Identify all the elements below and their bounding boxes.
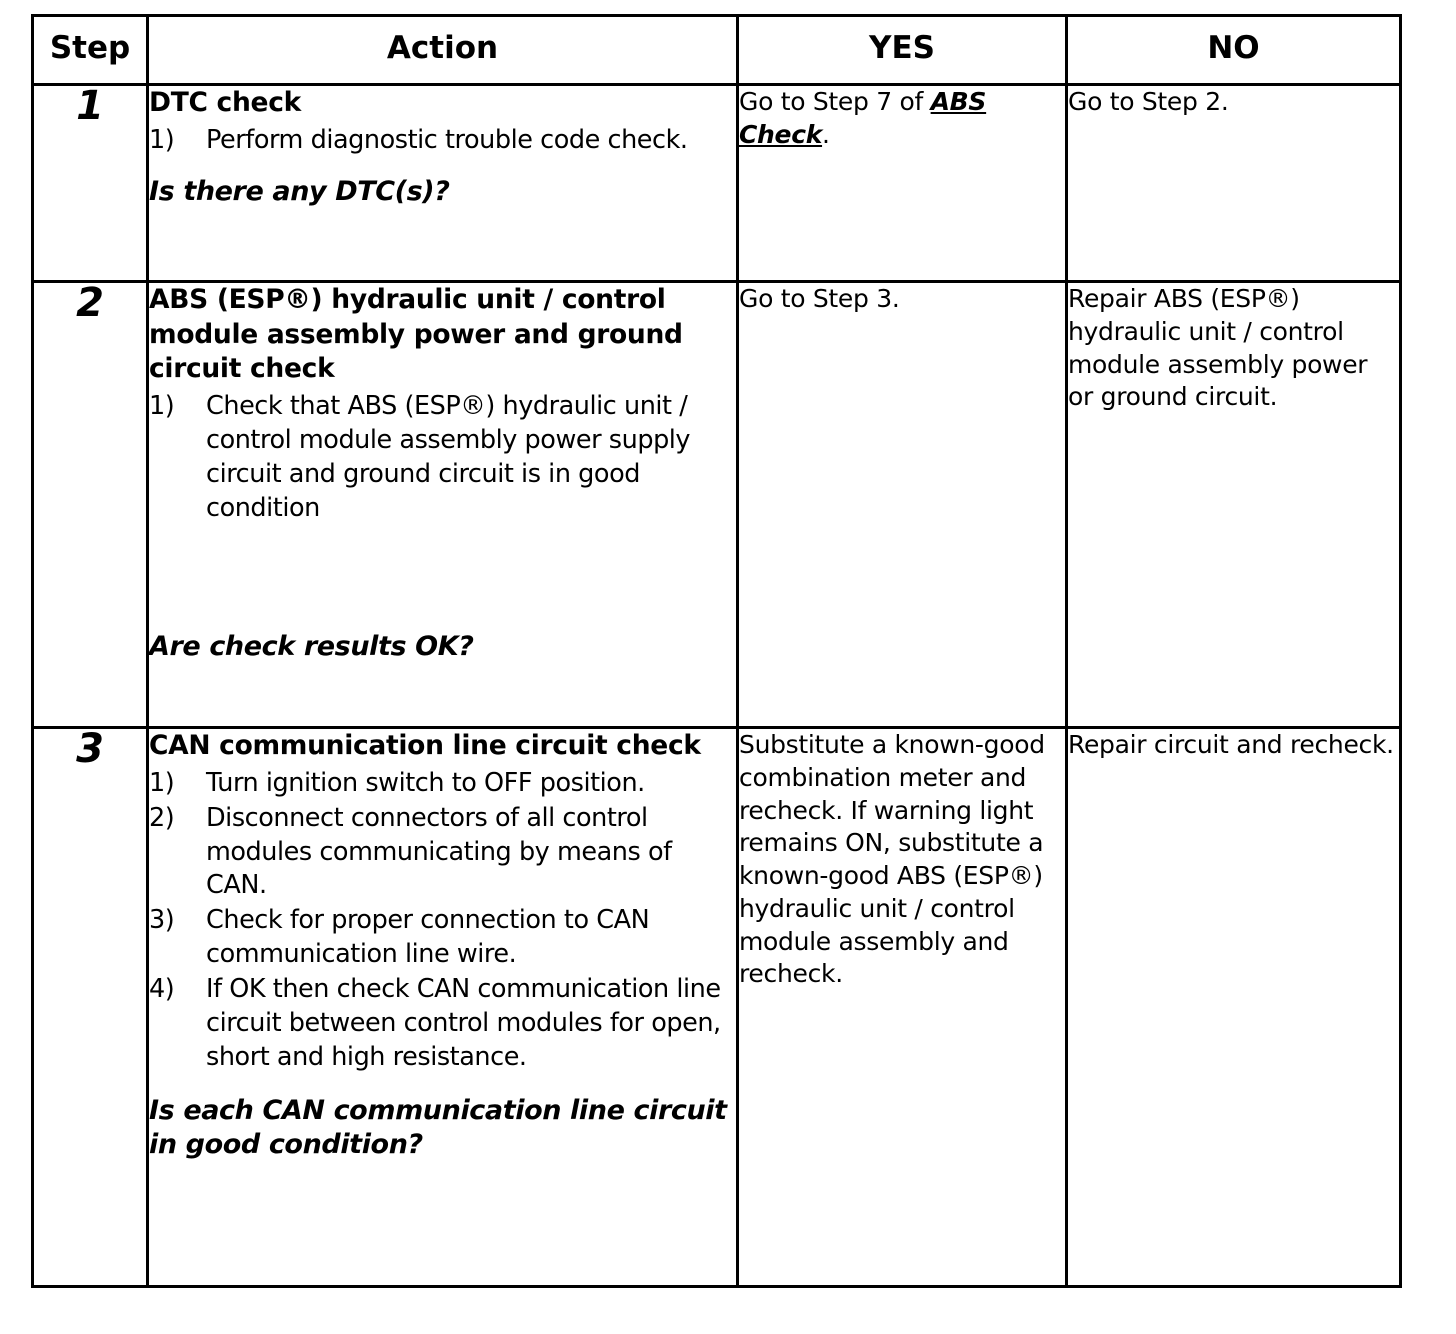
list-item: 1) Check that ABS (ESP®) hydraulic unit … [149,390,736,526]
action-title: ABS (ESP®) hydraulic unit / control modu… [149,284,683,385]
list-item-text: Check for proper connection to CAN commu… [206,905,650,970]
column-header-yes: YES [736,14,1068,86]
yes-text: Go to Step 7 of ABS Check. [739,86,1065,152]
list-item-text: Perform diagnostic trouble code check. [206,124,688,155]
no-text: Repair circuit and recheck. [1068,730,1394,759]
step-number-cell: 1 [31,83,149,283]
list-item: 4) If OK then check CAN communication li… [149,973,736,1075]
action-question: Is each CAN communication line circuit i… [149,1094,727,1160]
column-header-step: Step [31,14,149,86]
list-item-text: Check that ABS (ESP®) hydraulic unit / c… [206,391,691,523]
list-item: 1) Turn ignition switch to OFF position. [149,767,736,801]
action-title: CAN communication line circuit check [149,730,701,761]
action-step-list: 1) Perform diagnostic trouble code check… [149,124,736,158]
list-item: 1) Perform diagnostic trouble code check… [149,124,736,158]
spacer [149,159,736,175]
no-text: Repair ABS (ESP®) hydraulic unit / contr… [1068,284,1368,412]
no-cell: Repair circuit and recheck. [1065,726,1402,1288]
yes-text: Go to Step 3. [739,284,900,313]
diagnostic-flow-table: Step Action YES NO 1 DTC check 1) Perfor… [31,14,1402,1288]
step-number: 2 [76,280,104,326]
step-number: 3 [76,726,104,772]
list-item-marker: 1) [149,391,175,422]
list-item-marker: 1) [149,767,175,798]
step-number-cell: 3 [31,726,149,1288]
action-question: Are check results OK? [149,630,474,662]
list-item: 2) Disconnect connectors of all control … [149,802,736,904]
table-row: 2 ABS (ESP®) hydraulic unit / control mo… [31,280,1402,729]
list-item: 3) Check for proper connection to CAN co… [149,904,736,972]
reference-link[interactable]: ABS Check [739,87,987,149]
column-header-action: Action [146,14,739,86]
list-item-text: Disconnect connectors of all control mod… [206,802,672,901]
list-item-text: Turn ignition switch to OFF position. [206,767,645,798]
yes-text-prefix: Go to Step 7 of [739,87,931,116]
step-number: 1 [76,83,104,129]
yes-cell: Go to Step 7 of ABS Check. [736,83,1068,283]
yes-cell: Substitute a known-good combination mete… [736,726,1068,1288]
column-header-no: NO [1065,14,1402,86]
no-cell: Repair ABS (ESP®) hydraulic unit / contr… [1065,280,1402,729]
action-cell: CAN communication line circuit check 1) … [146,726,739,1288]
yes-text-suffix: . [822,119,830,149]
yes-text: Substitute a known-good combination mete… [739,730,1045,989]
list-item-marker: 4) [149,974,175,1005]
no-text: Go to Step 2. [1068,87,1229,116]
list-item-marker: 2) [149,802,175,833]
list-item-text: If OK then check CAN communication line … [206,974,721,1072]
table-row: 3 CAN communication line circuit check 1… [31,726,1402,1288]
action-question: Is there any DTC(s)? [149,175,450,207]
yes-cell: Go to Step 3. [736,280,1068,729]
action-cell: DTC check 1) Perform diagnostic trouble … [146,83,739,283]
step-number-cell: 2 [31,280,149,729]
no-cell: Go to Step 2. [1065,83,1402,283]
spacer [149,1076,736,1094]
list-item-marker: 3) [149,905,175,936]
action-cell: ABS (ESP®) hydraulic unit / control modu… [146,280,739,729]
action-step-list: 1) Turn ignition switch to OFF position.… [149,767,736,1075]
list-item-marker: 1) [149,124,175,155]
action-title: DTC check [149,87,301,118]
table-header-row: Step Action YES NO [31,14,1402,86]
action-step-list: 1) Check that ABS (ESP®) hydraulic unit … [149,390,736,526]
table-row: 1 DTC check 1) Perform diagnostic troubl… [31,83,1402,283]
spacer [149,527,736,630]
